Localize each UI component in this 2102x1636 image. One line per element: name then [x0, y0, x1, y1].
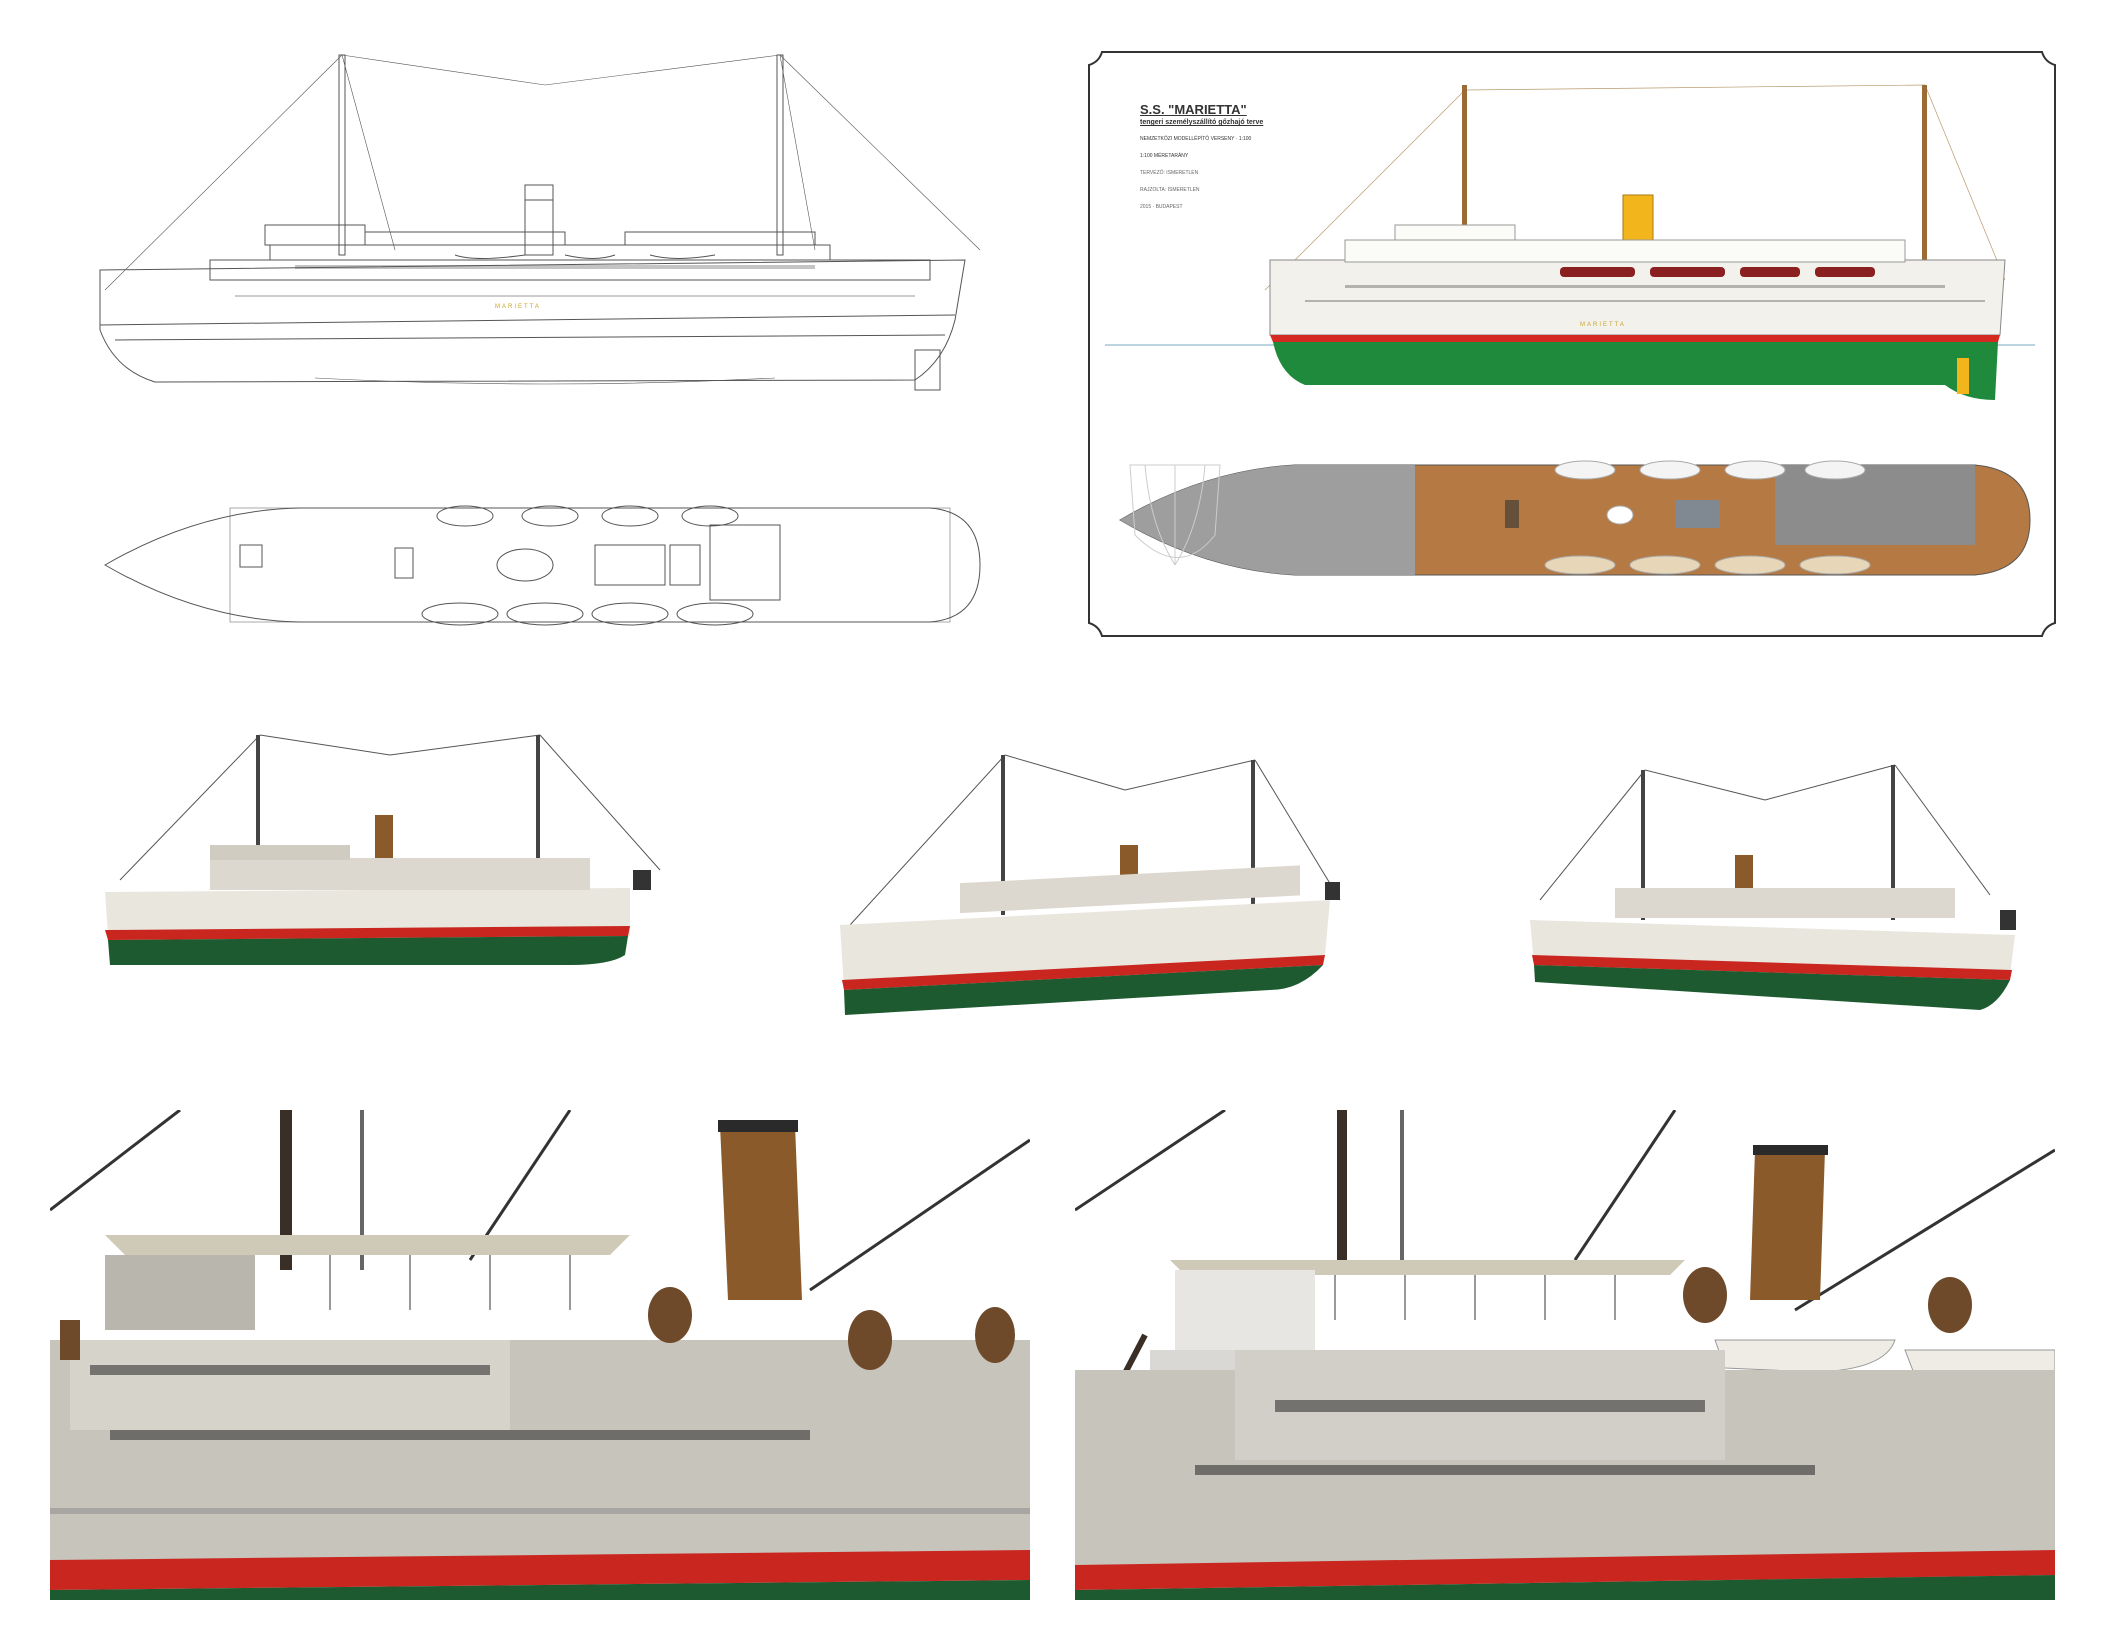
render-view-3	[1530, 764, 2016, 1010]
render-view-1	[105, 734, 661, 965]
sheet-line-3: TERVEZŐ: ISMERETLEN	[1140, 170, 1199, 176]
closeup-render-left	[50, 1110, 1030, 1600]
sheet-title: S.S. "MARIETTA"	[1140, 102, 1247, 117]
hull-name-label-color: MARIETTA	[1580, 322, 1626, 328]
render-view-2	[840, 754, 1341, 1015]
body-plan-sketch	[1129, 464, 1221, 566]
sheet-line-1: NEMZETKÖZI MODELLÉPÍTŐ VERSENY · 1:100	[1140, 136, 1252, 142]
line-drawing-deck-plan	[104, 505, 981, 626]
colored-profile: MARIETTA	[1105, 84, 2035, 400]
sheet-line-2: 1:100 MÉRETARÁNY	[1140, 153, 1189, 159]
hull-name-label: MARIETTA	[495, 304, 541, 310]
sheet-line-4: RAJZOLTA: ISMERETLEN	[1140, 187, 1200, 193]
sheet-title-block: S.S. "MARIETTA" tengeri személyszállító …	[1140, 102, 1400, 210]
sheet-line-5: 2015 · BUDAPEST	[1140, 204, 1183, 210]
colored-deck-plan	[1119, 460, 2031, 576]
sheet-subtitle: tengeri személyszállító gőzhajó terve	[1140, 119, 1264, 126]
line-drawing-profile: MARIETTA	[99, 54, 981, 391]
closeup-render-right	[1075, 1110, 2055, 1600]
